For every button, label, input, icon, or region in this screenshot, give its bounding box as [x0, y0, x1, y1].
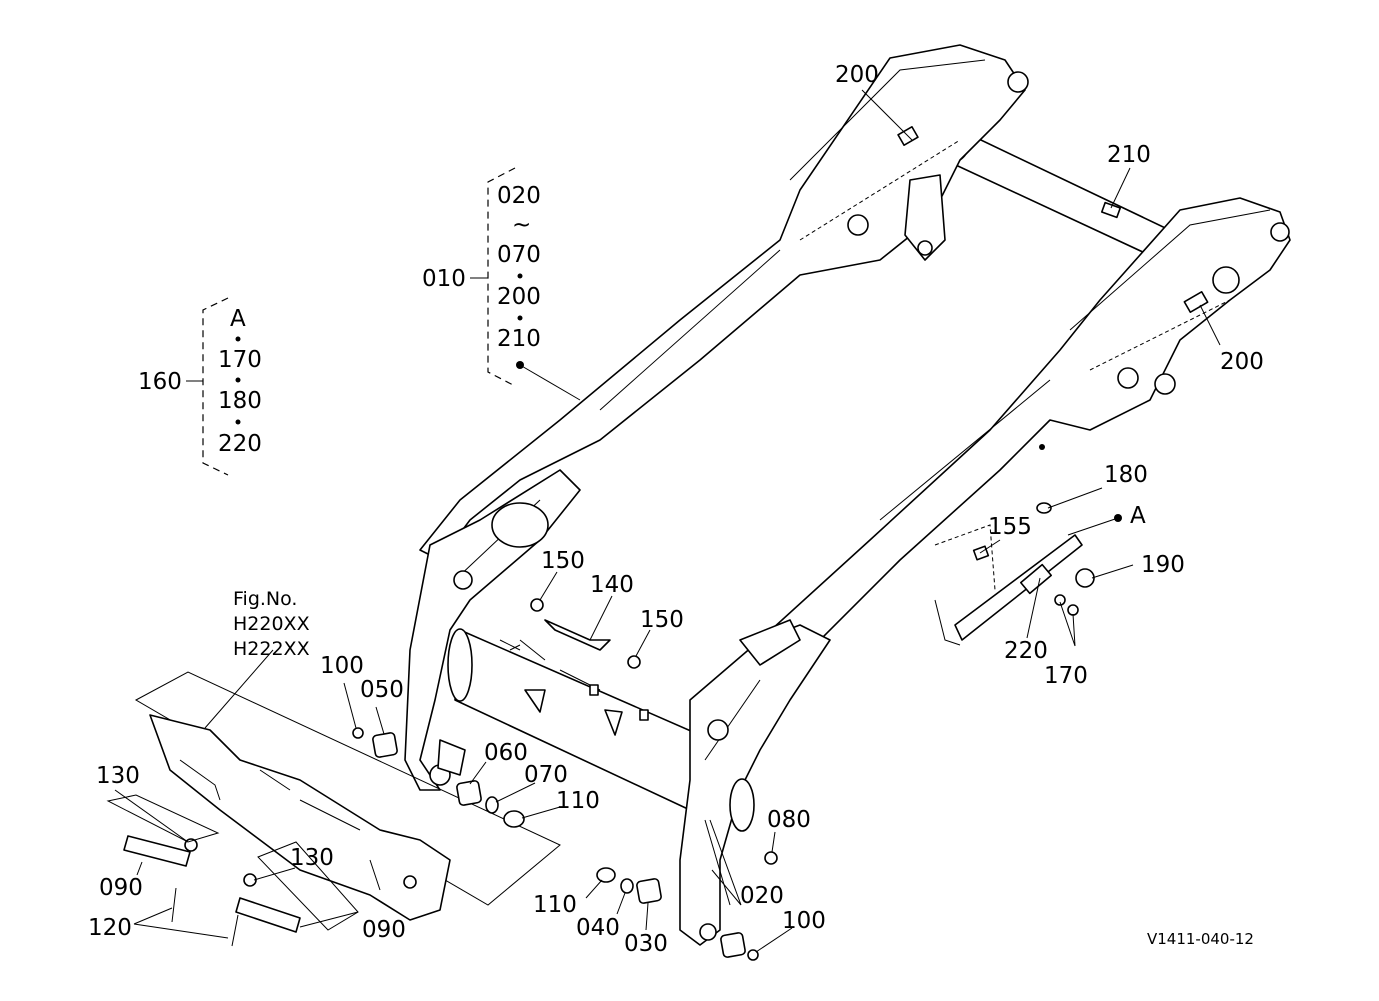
figure-ref-title: Fig.No.: [233, 588, 297, 610]
callout-140: 140: [590, 572, 634, 598]
callout-155: 155: [988, 514, 1032, 540]
group-010-item-2: 070: [497, 242, 541, 268]
callout-170: 170: [1044, 663, 1088, 689]
callout-040: 040: [576, 915, 620, 941]
callout-110-top: 110: [556, 788, 600, 814]
callout-150-left: 150: [541, 548, 585, 574]
callout-130-right: 130: [290, 845, 334, 871]
callout-130-left: 130: [96, 763, 140, 789]
group-160-number: 160: [138, 369, 182, 395]
group-160-item-1: A: [230, 306, 246, 332]
callout-100-bottom: 100: [782, 908, 826, 934]
callout-120: 120: [88, 915, 132, 941]
callout-050: 050: [360, 677, 404, 703]
callout-200-top: 200: [835, 62, 879, 88]
callout-labels: 200 210 200 180 A 155 190 220 170 150 14…: [88, 62, 1264, 957]
callout-110-bottom: 110: [533, 892, 577, 918]
link-140: [509, 598, 641, 669]
callout-080: 080: [767, 807, 811, 833]
loose-parts: [106, 727, 778, 961]
callout-210: 210: [1107, 142, 1151, 168]
callout-leaders: [114, 89, 1221, 953]
group-010-tilde: ~: [512, 212, 531, 238]
drawing-code: V1411-040-12: [1147, 930, 1254, 948]
callout-220: 220: [1004, 638, 1048, 664]
callout-200-right: 200: [1220, 349, 1264, 375]
loader-frame: [404, 44, 1291, 946]
bracket-assembly-a: [934, 444, 1095, 646]
group-010-bracket: 010 020 ~ 070 200 210: [422, 167, 581, 401]
callout-090-left: 090: [99, 875, 143, 901]
figure-ref-line-1: H220XX: [233, 613, 310, 635]
callout-030: 030: [624, 931, 668, 957]
group-010-item-4: 210: [497, 326, 541, 352]
group-010-number: 010: [422, 266, 466, 292]
figure-reference: Fig.No. H220XX H222XX: [233, 588, 310, 660]
attachment-plate: [134, 671, 561, 921]
group-010-item-1: 020: [497, 183, 541, 209]
group-160-item-2: 170: [218, 347, 262, 373]
figure-ref-line-2: H222XX: [233, 638, 310, 660]
callout-060: 060: [484, 740, 528, 766]
callout-100-top: 100: [320, 653, 364, 679]
group-160-bracket: 160 A 170 180 220: [138, 297, 262, 476]
callout-090-right: 090: [362, 917, 406, 943]
group-160-item-4: 220: [218, 431, 262, 457]
callout-190: 190: [1141, 552, 1185, 578]
callout-a: A: [1130, 503, 1146, 529]
callout-070: 070: [524, 762, 568, 788]
callout-020: 020: [740, 883, 784, 909]
callout-180: 180: [1104, 462, 1148, 488]
callout-150-right: 150: [640, 607, 684, 633]
group-160-item-3: 180: [218, 388, 262, 414]
group-010-item-3: 200: [497, 284, 541, 310]
